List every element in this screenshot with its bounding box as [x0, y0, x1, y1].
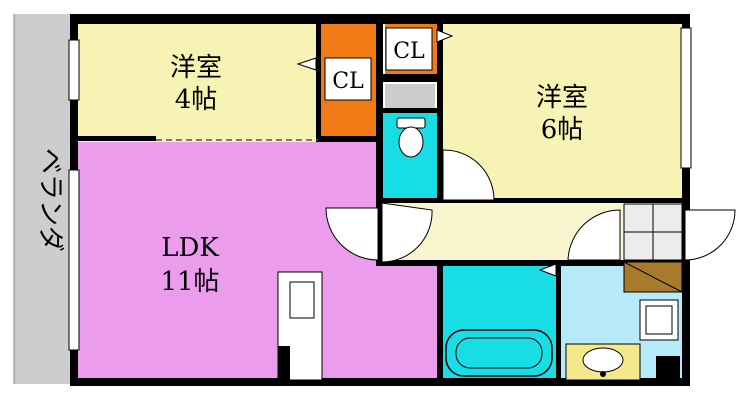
- veranda-label: ベランダ: [35, 148, 65, 252]
- window-west-upper: [68, 39, 80, 101]
- toilet-fixture: [396, 117, 426, 158]
- western-6-size: 6帖: [541, 115, 584, 145]
- ldk-name: LDK: [161, 233, 219, 263]
- window-west-lower: [68, 169, 80, 351]
- bathtub: [445, 329, 553, 377]
- veranda: [14, 14, 70, 384]
- western-4-size: 4帖: [175, 85, 218, 115]
- ldk-room: [76, 142, 440, 380]
- shoe-box-diagonal: [623, 261, 683, 293]
- western-6-name: 洋室: [536, 83, 588, 113]
- closet-1-label: CL: [332, 69, 364, 94]
- storage-box: [385, 84, 435, 112]
- sliding-markers: [296, 29, 557, 277]
- wash-basin: [565, 343, 641, 381]
- door-swings: [325, 149, 736, 263]
- washing-machine-space: [639, 299, 679, 341]
- closet-2-label-box: [385, 27, 433, 71]
- closet-2-label: CL: [393, 39, 425, 64]
- kitchen-sink: [289, 281, 315, 319]
- washroom-storage: [656, 356, 680, 380]
- closet-1-label-box: [324, 57, 372, 101]
- western-4-name: 洋室: [170, 53, 222, 83]
- ldk-size: 11帖: [160, 267, 219, 297]
- western-room-4: [76, 24, 316, 142]
- kitchen-stove: [278, 346, 290, 380]
- window-east: [680, 27, 692, 169]
